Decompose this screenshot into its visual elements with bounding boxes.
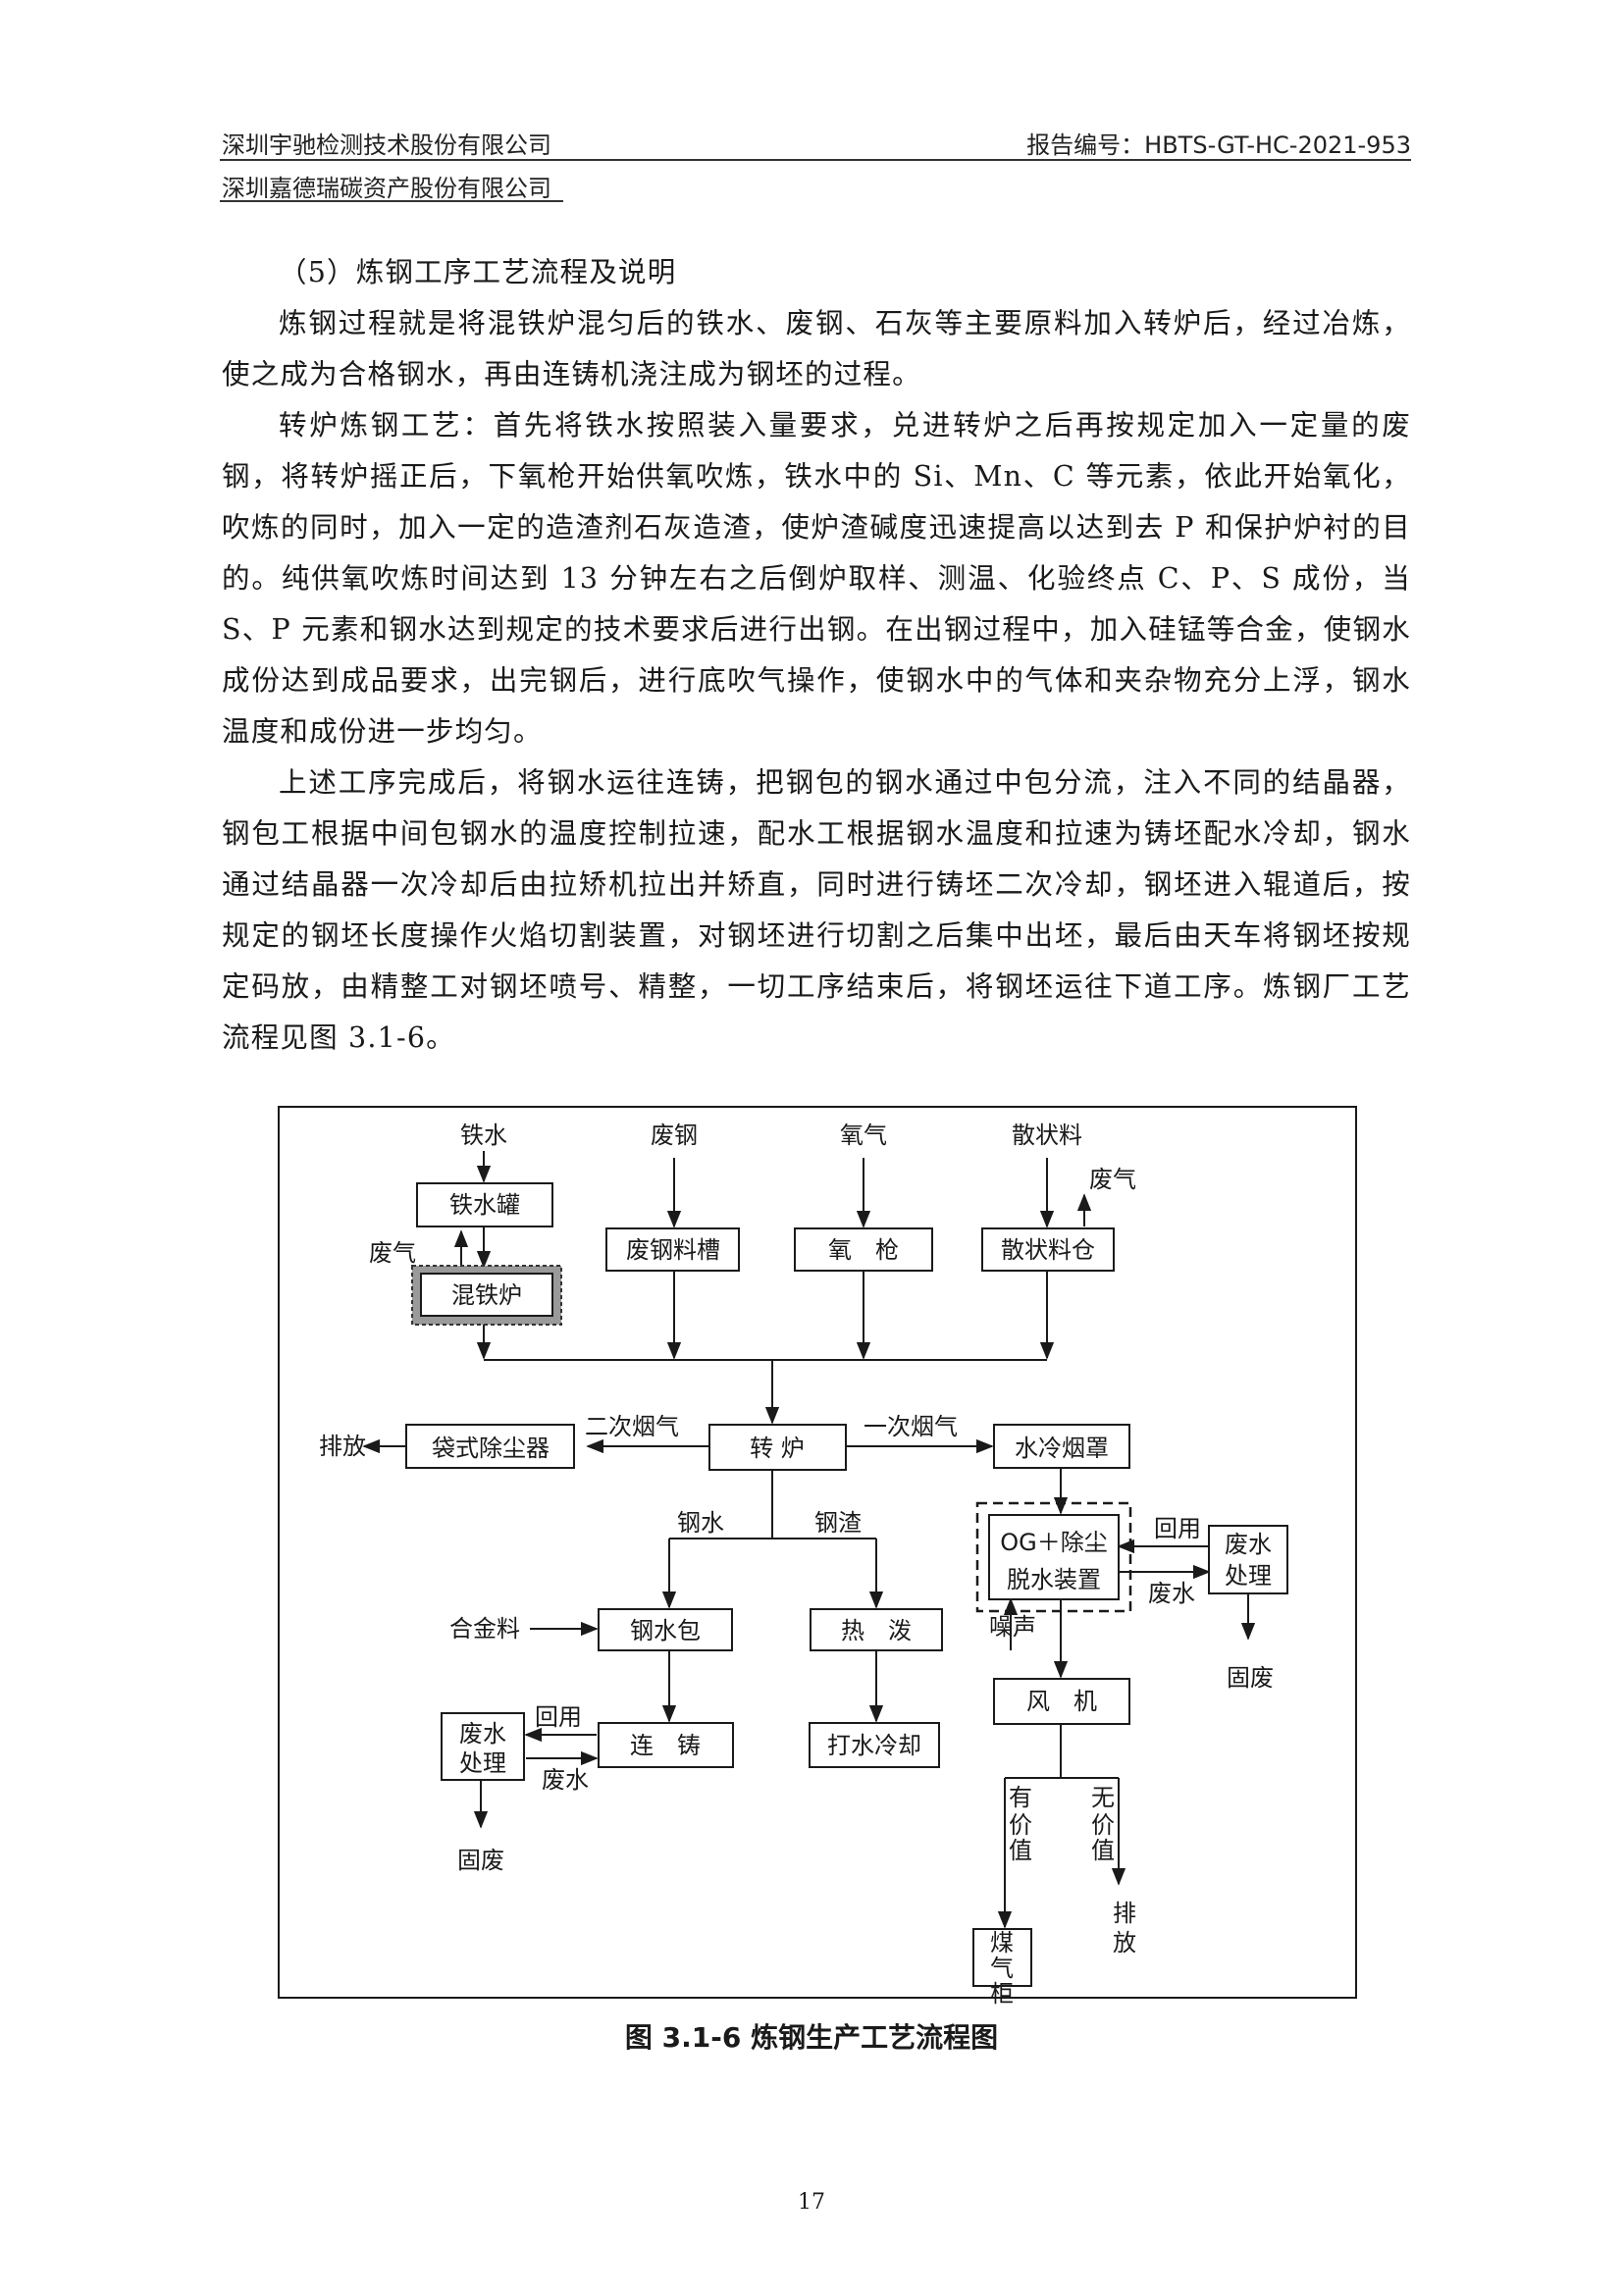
label-steel-slag: 钢渣 bbox=[814, 1509, 862, 1537]
input-oxygen: 氧气 bbox=[840, 1122, 887, 1149]
label-emission-v1: 排 bbox=[1113, 1900, 1136, 1927]
header-rule bbox=[220, 159, 1411, 161]
label-emission-v2: 放 bbox=[1113, 1929, 1136, 1957]
caster-box bbox=[598, 1722, 734, 1768]
label-wastewater-left: 废水 bbox=[542, 1766, 589, 1794]
box-ladle-text: 钢水包 bbox=[630, 1617, 701, 1644]
box-iron-tank-text: 铁水罐 bbox=[449, 1191, 520, 1219]
header-company-1: 深圳宇驰检测技术股份有限公司 bbox=[222, 131, 551, 159]
label-solid-waste-right: 固废 bbox=[1227, 1664, 1274, 1692]
paragraph-1: 炼钢过程就是将混铁炉混匀后的铁水、废钢、石灰等主要原料加入转炉后，经过冶炼，使之… bbox=[222, 307, 1411, 391]
label-valuable-2: 价 bbox=[1009, 1811, 1032, 1839]
header-underline bbox=[220, 200, 563, 202]
box-slag-text: 热 泼 bbox=[841, 1617, 912, 1644]
header-company-2: 深圳嘉德瑞碳资产股份有限公司 bbox=[222, 175, 551, 202]
section-title: （5）炼钢工序工艺流程及说明 bbox=[279, 256, 677, 288]
label-valuable-1: 有 bbox=[1009, 1784, 1032, 1811]
box-wt-right-1: 废水 bbox=[1225, 1531, 1272, 1558]
label-primary-flue: 一次烟气 bbox=[864, 1413, 958, 1440]
label-valuable-3: 值 bbox=[1009, 1837, 1032, 1864]
oxygen-lance-box bbox=[794, 1227, 933, 1272]
label-wastewater-right: 废水 bbox=[1148, 1580, 1195, 1607]
input-bulk: 散状料 bbox=[1012, 1122, 1082, 1149]
label-alloy: 合金料 bbox=[449, 1615, 520, 1643]
box-caster-text: 连 铸 bbox=[630, 1732, 701, 1759]
box-scrap-text: 废钢料槽 bbox=[626, 1236, 720, 1264]
page-number: 17 bbox=[798, 2190, 825, 2215]
bag-filter-box bbox=[405, 1424, 575, 1469]
box-converter-text: 转 炉 bbox=[750, 1435, 805, 1462]
mixer-box bbox=[420, 1273, 553, 1317]
og-dashed-enclosure bbox=[975, 1501, 1132, 1613]
box-lance-text: 氧 枪 bbox=[828, 1236, 899, 1264]
box-cooling-text: 打水冷却 bbox=[827, 1732, 921, 1759]
ladle-box bbox=[598, 1608, 733, 1651]
box-og-line2: 脱水装置 bbox=[1007, 1566, 1101, 1593]
paragraph-3: 上述工序完成后，将钢水运往连铸，把钢包的钢水通过中包分流，注入不同的结晶器，钢包… bbox=[222, 766, 1411, 1054]
box-gas-holder-1: 煤 bbox=[990, 1929, 1014, 1957]
box-wt-right-2: 处理 bbox=[1225, 1562, 1272, 1590]
box-wt-left-2: 处理 bbox=[459, 1749, 506, 1777]
cooling-box bbox=[809, 1722, 940, 1768]
label-waste-gas-mixer: 废气 bbox=[369, 1239, 416, 1267]
water-treatment-left-box bbox=[441, 1712, 525, 1781]
label-reuse-right: 回用 bbox=[1154, 1515, 1201, 1542]
label-reuse-left: 回用 bbox=[535, 1703, 582, 1731]
input-molten-iron: 铁水 bbox=[460, 1122, 507, 1149]
fan-box bbox=[993, 1678, 1130, 1725]
og-box bbox=[988, 1514, 1120, 1600]
box-og-line1: OG＋除尘 bbox=[1000, 1529, 1108, 1556]
label-waste-gas-bulk: 废气 bbox=[1089, 1166, 1136, 1193]
paragraph-2: 转炉炼钢工艺：首先将铁水按照装入量要求，兑进转炉之后再按规定加入一定量的废钢，将… bbox=[222, 409, 1411, 748]
box-wt-left-1: 废水 bbox=[459, 1720, 506, 1748]
water-treatment-right-box bbox=[1208, 1525, 1288, 1594]
box-water-hood-text: 水冷烟罩 bbox=[1015, 1435, 1109, 1462]
gas-holder-box bbox=[972, 1928, 1032, 1987]
label-novalue-1: 无 bbox=[1091, 1784, 1115, 1811]
box-gas-holder-2: 气 bbox=[990, 1955, 1014, 1982]
box-bulk-text: 散状料仓 bbox=[1001, 1236, 1095, 1264]
label-solid-waste-left: 固废 bbox=[457, 1847, 504, 1874]
label-novalue-2: 价 bbox=[1091, 1811, 1115, 1839]
label-molten-steel: 钢水 bbox=[677, 1509, 724, 1537]
label-noise: 噪声 bbox=[989, 1613, 1036, 1641]
header-report-number: 报告编号：HBTS-GT-HC-2021-953 bbox=[1026, 131, 1411, 159]
input-scrap: 废钢 bbox=[651, 1122, 698, 1149]
scrap-trough-box bbox=[605, 1227, 740, 1272]
bulk-bin-box bbox=[981, 1227, 1115, 1272]
water-hood-box bbox=[993, 1424, 1130, 1469]
label-novalue-3: 值 bbox=[1091, 1837, 1115, 1864]
diagram-frame bbox=[278, 1106, 1357, 1999]
box-fan-text: 风 机 bbox=[1026, 1688, 1097, 1715]
box-mixer-text: 混铁炉 bbox=[451, 1281, 522, 1309]
slag-box bbox=[810, 1608, 943, 1651]
box-bag-filter-text: 袋式除尘器 bbox=[432, 1435, 550, 1462]
label-emission-left: 排放 bbox=[319, 1433, 366, 1460]
box-gas-holder-3: 柜 bbox=[990, 1980, 1014, 2008]
iron-tank-box bbox=[416, 1182, 553, 1227]
figure-caption: 图 3.1-6 炼钢生产工艺流程图 bbox=[624, 2021, 999, 2054]
label-secondary-flue: 二次烟气 bbox=[585, 1413, 679, 1440]
converter-box bbox=[708, 1424, 847, 1471]
